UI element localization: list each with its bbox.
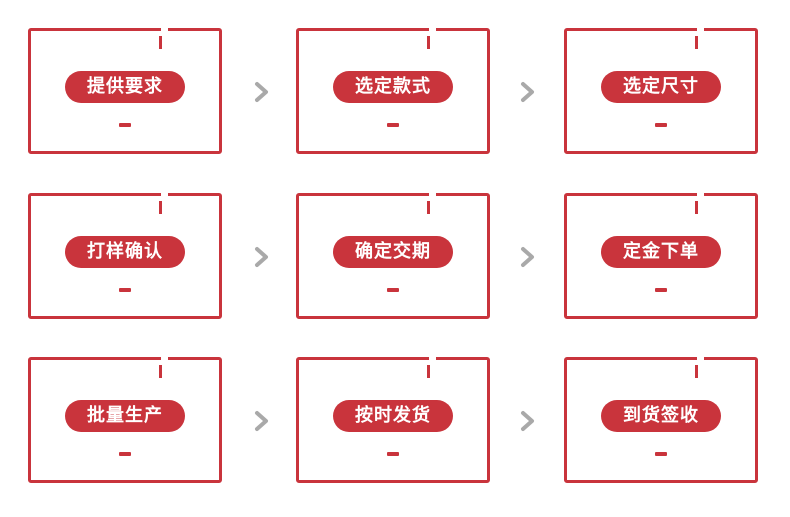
step-label-3: 选定尺寸 (601, 71, 721, 103)
step-card-8: 按时发货 (296, 357, 490, 483)
step-dash-8 (387, 452, 399, 456)
chevron-right-icon (255, 411, 268, 431)
chevron-right-icon (255, 247, 268, 267)
step-label-9: 到货签收 (601, 400, 721, 432)
step-dash-4 (119, 288, 131, 292)
step-dash-1 (119, 123, 131, 127)
chevron-right-icon (521, 247, 534, 267)
step-label-7: 批量生产 (65, 400, 185, 432)
step-dash-9 (655, 452, 667, 456)
step-dash-3 (655, 123, 667, 127)
step-label-5: 确定交期 (333, 236, 453, 268)
step-card-3: 选定尺寸 (564, 28, 758, 154)
step-label-1: 提供要求 (65, 71, 185, 103)
step-card-7: 批量生产 (28, 357, 222, 483)
chevron-right-icon (255, 82, 268, 102)
step-card-5: 确定交期 (296, 193, 490, 319)
step-card-4: 打样确认 (28, 193, 222, 319)
step-dash-7 (119, 452, 131, 456)
step-card-2: 选定款式 (296, 28, 490, 154)
step-card-6: 定金下单 (564, 193, 758, 319)
chevron-right-icon (521, 411, 534, 431)
step-card-9: 到货签收 (564, 357, 758, 483)
step-label-2: 选定款式 (333, 71, 453, 103)
step-label-8: 按时发货 (333, 400, 453, 432)
step-dash-6 (655, 288, 667, 292)
step-dash-2 (387, 123, 399, 127)
step-label-4: 打样确认 (65, 236, 185, 268)
step-card-1: 提供要求 (28, 28, 222, 154)
chevron-right-icon (521, 82, 534, 102)
step-dash-5 (387, 288, 399, 292)
step-label-6: 定金下单 (601, 236, 721, 268)
